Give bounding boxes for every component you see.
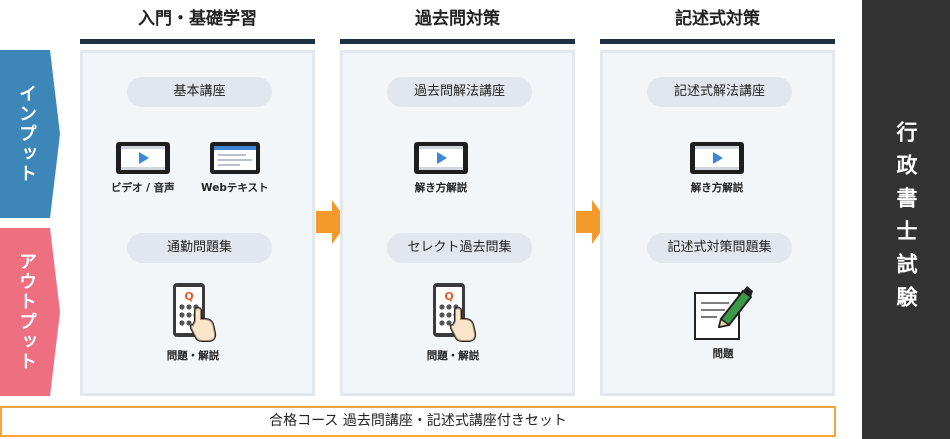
column-past-exams: 過去問解法講座 解き方解説 セレクト過去問集 Q 問題・解説	[340, 50, 575, 396]
column-title: 過去問対策	[415, 9, 500, 29]
output-tab: アウトプット	[0, 228, 60, 396]
header-underline	[80, 39, 315, 44]
icon-caption: 解き方解説	[690, 182, 744, 194]
input-tab-arrow-shape	[0, 50, 60, 218]
output-tab-arrow-shape	[0, 228, 60, 396]
icon-caption: 解き方解説	[414, 182, 468, 194]
icon-caption: 問題	[712, 348, 734, 360]
output-label: アウトプット	[16, 252, 37, 372]
exam-title: 行政書士試験	[894, 120, 918, 319]
column-header-basic: 入門・基礎学習	[80, 0, 315, 44]
icon-caption: 問題・解説	[166, 350, 220, 362]
phone-quiz-icon: Q	[433, 283, 477, 342]
video-player-icon	[115, 142, 170, 174]
header-underline	[340, 39, 575, 44]
web-text-item: Webテキスト	[201, 141, 269, 195]
svg-text:Q: Q	[444, 290, 453, 303]
column-header-past-exams: 過去問対策	[340, 0, 575, 44]
icon-caption: Webテキスト	[201, 182, 269, 194]
course-pill-essay-lecture: 記述式解法講座	[647, 77, 792, 107]
column-header-essay: 記述式対策	[600, 0, 835, 44]
course-set-banner: 合格コース 過去問講座・記述式講座付きセット	[0, 406, 836, 437]
course-pill-basic-lecture: 基本講座	[127, 77, 272, 107]
column-essay: 記述式解法講座 解き方解説 記述式対策問題集 問題	[600, 50, 835, 396]
video-item: 解き方解説	[413, 141, 469, 195]
column-basic: 基本講座 ビデオ / 音声 Webテキスト 通勤問題集 Q	[80, 50, 315, 396]
video-item: 解き方解説	[689, 141, 745, 195]
column-title: 記述式対策	[675, 9, 760, 29]
svg-text:Q: Q	[184, 290, 193, 303]
column-title: 入門・基礎学習	[138, 9, 257, 29]
course-pill-past-exam-lecture: 過去問解法講座	[387, 77, 532, 107]
icon-caption: 問題・解説	[426, 350, 480, 362]
input-label: インプット	[16, 84, 37, 184]
question-item: 問題	[691, 283, 755, 361]
input-tab: インプット	[0, 50, 60, 218]
video-player-icon	[690, 142, 744, 174]
question-item: Q 問題・解説	[421, 281, 485, 363]
paper-pencil-icon	[694, 286, 753, 340]
course-pill-essay-questions: 記述式対策問題集	[647, 233, 792, 263]
question-item: Q 問題・解説	[161, 281, 225, 363]
video-item: ビデオ / 音声	[111, 141, 175, 195]
video-player-icon	[414, 142, 468, 174]
web-text-tablet-icon	[209, 142, 260, 174]
icon-caption: ビデオ / 音声	[111, 182, 175, 194]
course-pill-commute-questions: 通勤問題集	[127, 233, 272, 263]
phone-quiz-icon: Q	[173, 283, 217, 342]
exam-title-panel: 行政書士試験	[862, 0, 950, 439]
header-underline	[600, 39, 835, 44]
course-pill-select-past-exams: セレクト過去問集	[387, 233, 532, 263]
